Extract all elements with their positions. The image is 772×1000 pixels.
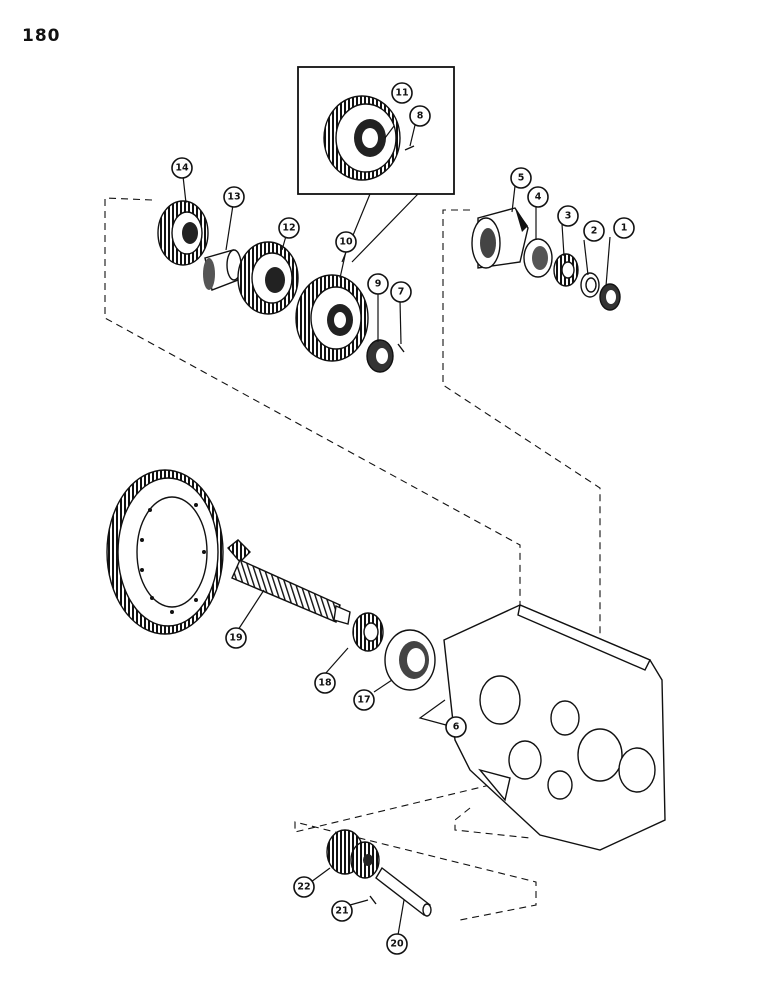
bearing-cone-18 (352, 612, 384, 652)
svg-text:2: 2 (591, 226, 598, 237)
gear-22 (326, 829, 380, 879)
assembly-guide-lines (104, 197, 601, 921)
bearing-cone-3 (553, 253, 579, 287)
svg-text:17: 17 (357, 695, 370, 706)
svg-text:5: 5 (518, 173, 525, 184)
svg-text:21: 21 (335, 906, 348, 917)
ring-gear-19 (106, 469, 224, 635)
callout-12: 12 (278, 217, 300, 239)
bearing-cage-5 (471, 207, 529, 269)
callout-21: 21 (331, 900, 353, 922)
gear-10 (295, 274, 369, 362)
svg-text:1: 1 (621, 223, 628, 234)
callout-8: 8 (409, 105, 431, 127)
svg-text:9: 9 (375, 279, 382, 290)
svg-text:4: 4 (535, 192, 542, 203)
inset-detail-box (297, 66, 455, 263)
svg-text:20: 20 (390, 939, 404, 950)
callout-18: 18 (314, 672, 336, 694)
svg-text:10: 10 (339, 237, 353, 248)
callout-7: 7 (390, 281, 412, 303)
callout-3: 3 (557, 205, 579, 227)
svg-text:13: 13 (227, 192, 240, 203)
callout-2: 2 (583, 220, 605, 242)
svg-text:6: 6 (453, 722, 460, 733)
svg-text:14: 14 (175, 163, 189, 174)
pin-7 (397, 343, 405, 353)
svg-text:3: 3 (565, 211, 572, 222)
gear-12 (237, 241, 299, 315)
callout-10: 10 (335, 231, 357, 253)
housing-6 (443, 604, 666, 851)
callout-17: 17 (353, 689, 375, 711)
inset-pin-8 (404, 145, 415, 151)
svg-text:8: 8 (417, 111, 424, 122)
callout-5: 5 (510, 167, 532, 189)
pinion-shaft-19 (226, 539, 351, 625)
callout-19: 19 (225, 627, 247, 649)
callout-9: 9 (367, 273, 389, 295)
leader-lines (182, 120, 611, 936)
svg-text:18: 18 (318, 678, 332, 689)
page-number: 180 (22, 26, 61, 46)
sleeve-13 (203, 249, 242, 291)
washer-9 (366, 339, 394, 373)
shaft-20 (375, 866, 432, 917)
inset-gear-11 (323, 95, 401, 181)
callout-6: 6 (445, 716, 467, 738)
svg-text:12: 12 (282, 223, 295, 234)
spacer-2 (580, 272, 600, 298)
bearing-cup-4 (523, 238, 553, 278)
nut-1 (599, 283, 621, 311)
pin-21 (369, 895, 377, 905)
svg-text:11: 11 (395, 88, 408, 99)
gear-14 (157, 200, 209, 266)
svg-text:22: 22 (297, 882, 310, 893)
svg-text:19: 19 (229, 633, 242, 644)
callout-11: 11 (391, 82, 413, 104)
callout-14: 14 (171, 157, 193, 179)
callout-4: 4 (527, 186, 549, 208)
callout-1: 1 (613, 217, 635, 239)
callout-20: 20 (386, 933, 408, 955)
svg-text:7: 7 (398, 287, 405, 298)
bearing-cup-17 (384, 629, 436, 691)
callout-13: 13 (223, 186, 245, 208)
callout-22: 22 (293, 876, 315, 898)
